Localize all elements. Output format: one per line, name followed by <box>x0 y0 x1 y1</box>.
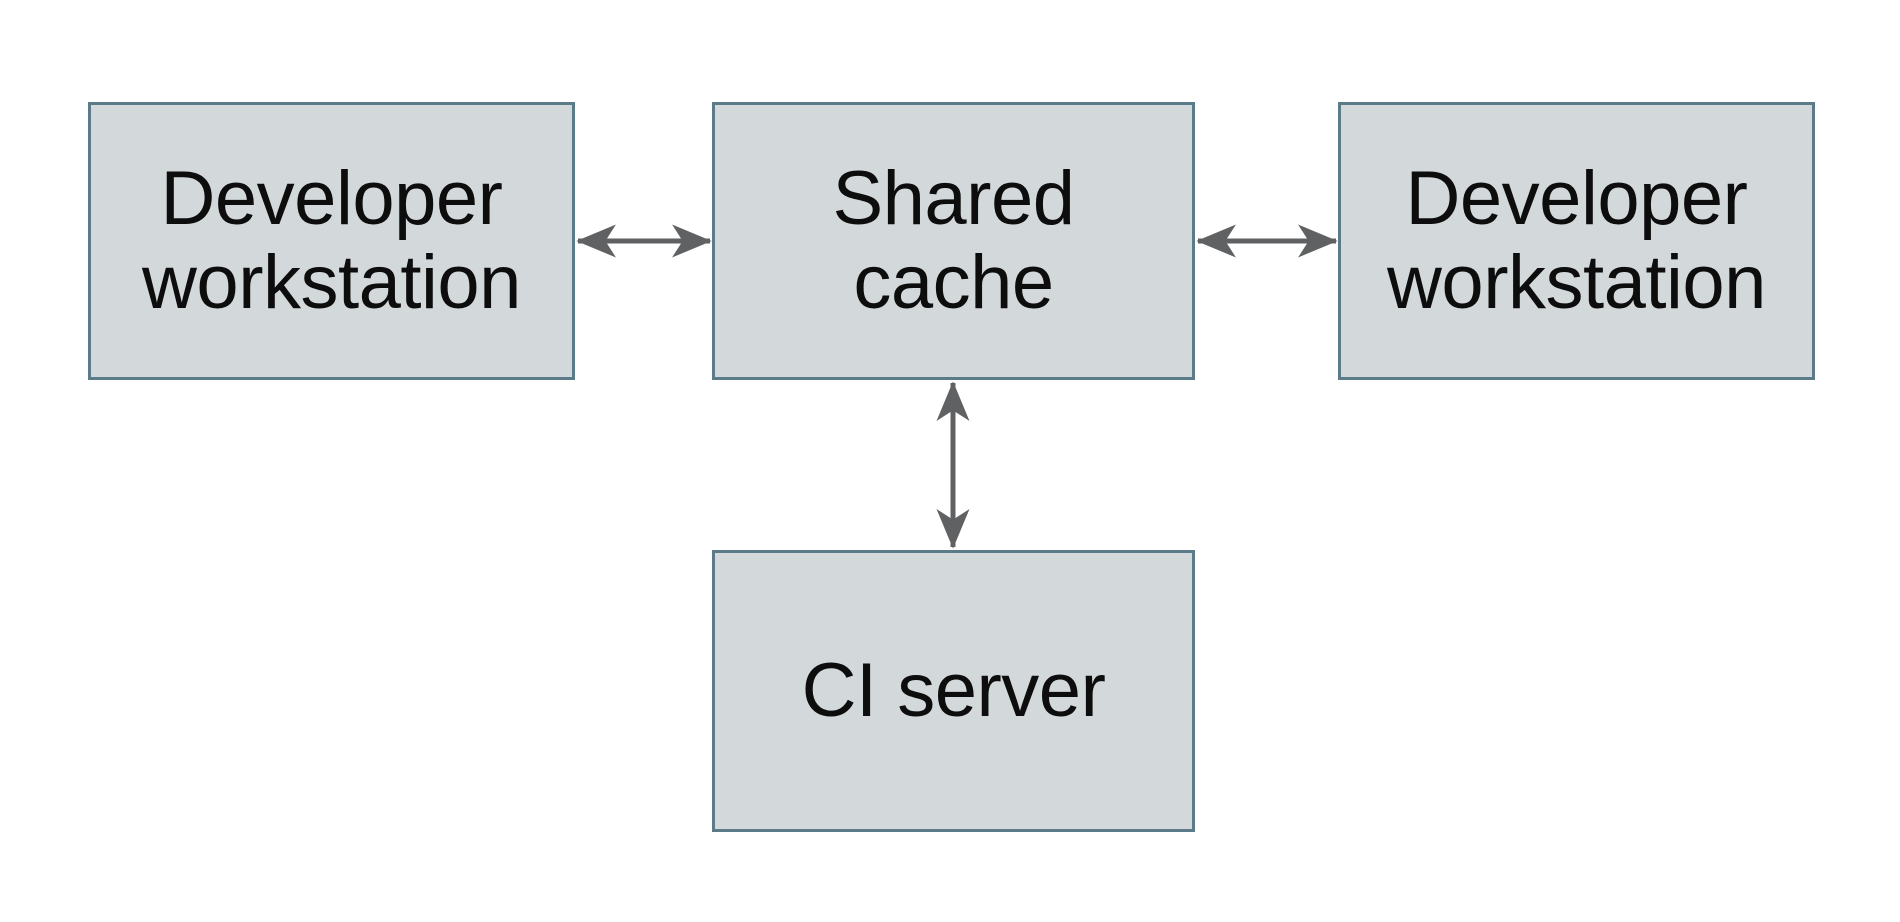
node-label-line: workstation <box>142 240 521 325</box>
node-label-line: CI server <box>801 648 1106 733</box>
node-label-line: workstation <box>1387 240 1766 325</box>
node-label-line: Developer <box>1405 156 1748 241</box>
node-ci-server: CI server <box>712 550 1195 832</box>
node-label-line: Developer <box>160 156 503 241</box>
node-developer-workstation-left: Developer workstation <box>88 102 575 380</box>
node-shared-cache: Shared cache <box>712 102 1195 380</box>
node-label-line: cache <box>853 240 1054 325</box>
node-developer-workstation-right: Developer workstation <box>1338 102 1815 380</box>
node-label-line: Shared <box>832 156 1075 241</box>
